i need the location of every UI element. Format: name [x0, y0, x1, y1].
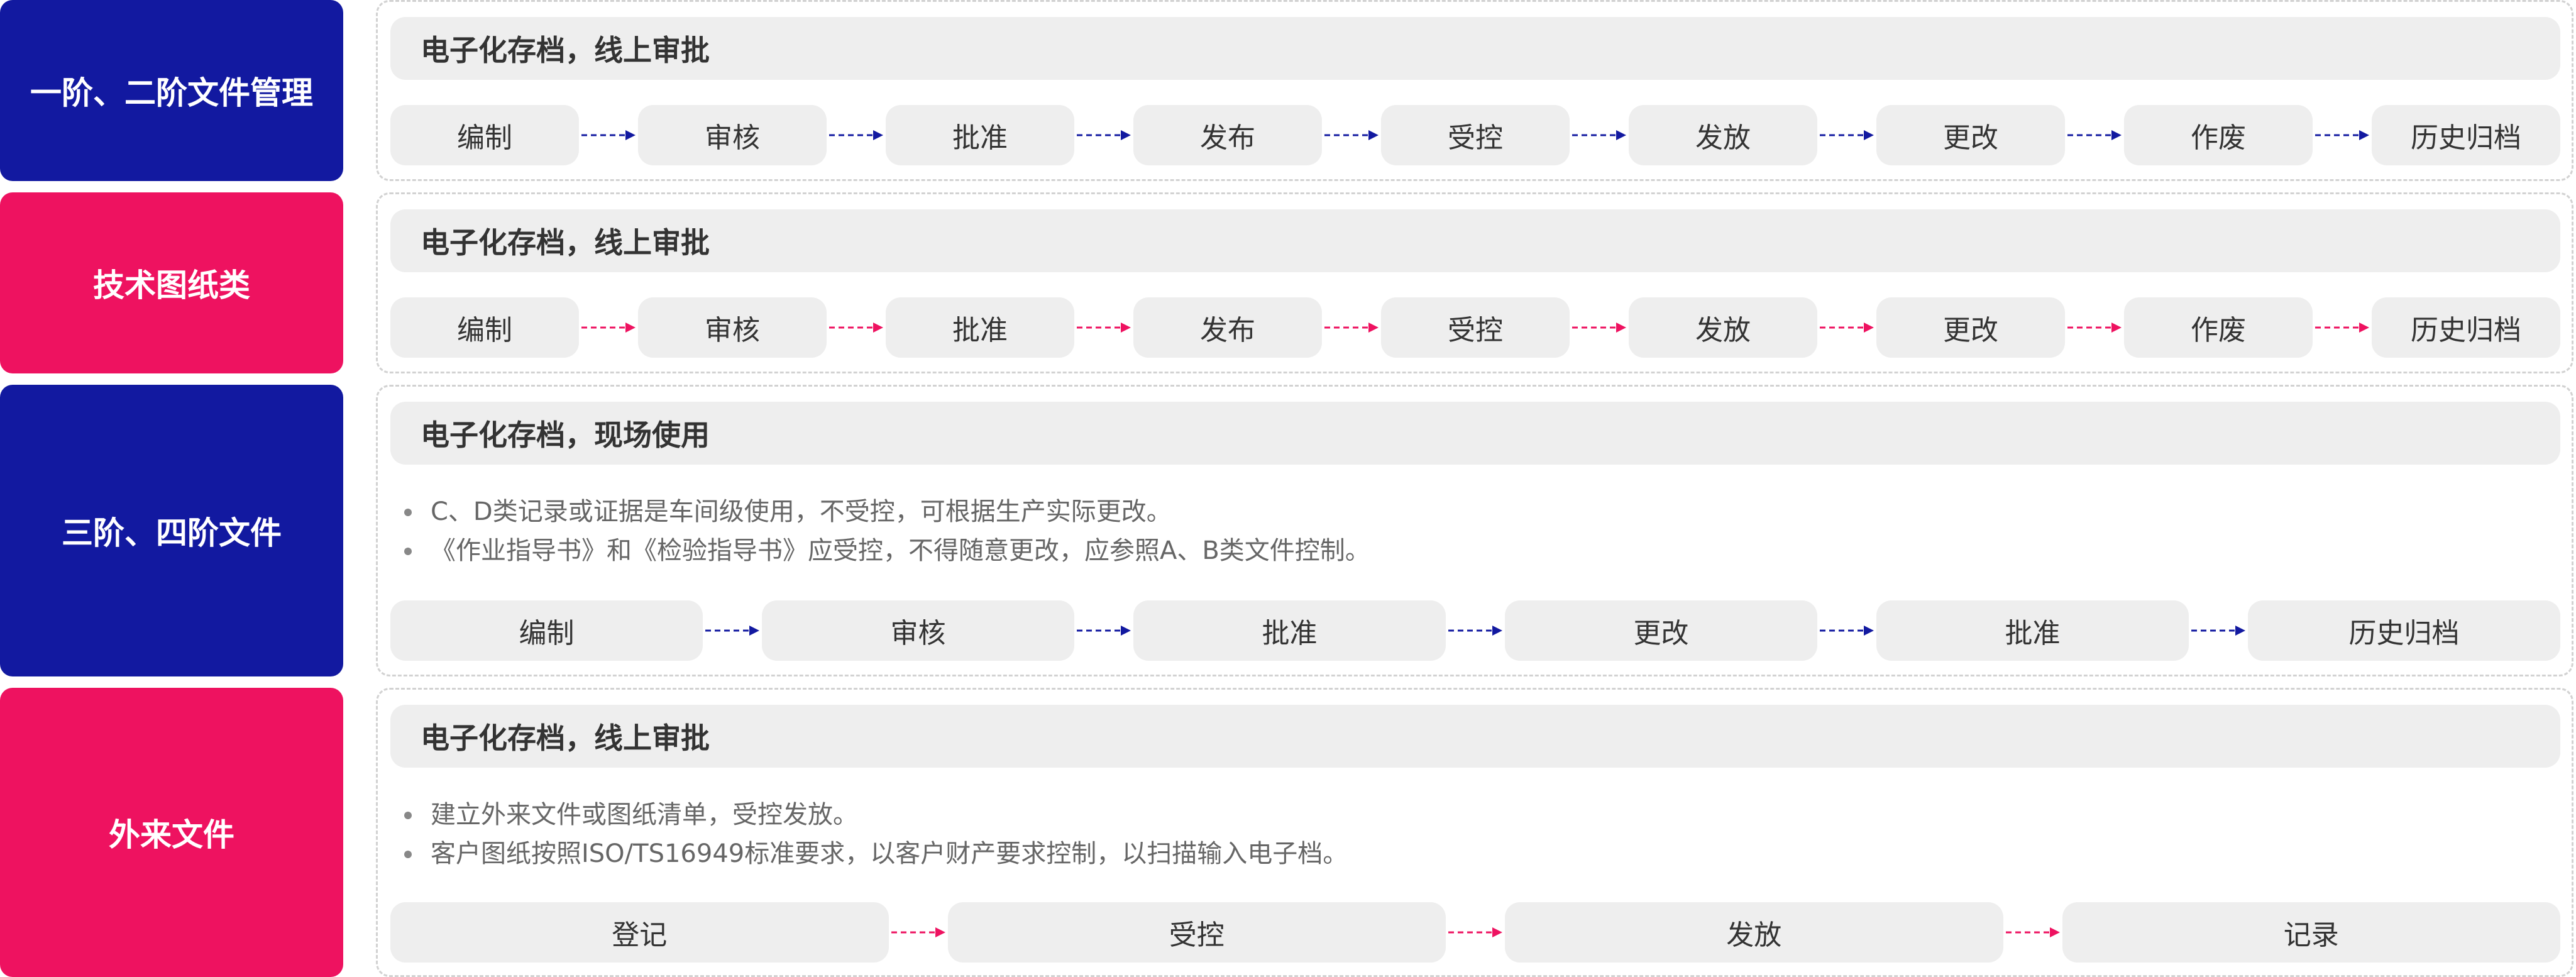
process-step: 作废: [2124, 105, 2313, 165]
category-label: 技术图纸类: [0, 192, 343, 373]
process-step: 发布: [1133, 105, 1322, 165]
process-step: 受控: [1381, 297, 1570, 358]
flow-arrow: [829, 130, 883, 140]
process-step: 受控: [947, 902, 1446, 963]
process-step: 发布: [1133, 297, 1322, 358]
process-panel: 电子化存档，线上审批编制审核批准发布受控发放更改作废历史归档: [376, 0, 2573, 181]
flow-arrow: [1324, 130, 1379, 140]
category-label: 一阶、二阶文件管理: [0, 0, 343, 181]
panel-title: 电子化存档，线上审批: [390, 705, 2560, 768]
process-panel: 电子化存档，线上审批建立外来文件或图纸清单，受控发放。客户图纸按照ISO/TS1…: [376, 688, 2573, 977]
flow-arrow: [581, 323, 636, 333]
process-step: 更改: [1876, 105, 2065, 165]
process-panel: 电子化存档，线上审批编制审核批准发布受控发放更改作废历史归档: [376, 192, 2573, 373]
process-step: 编制: [390, 105, 579, 165]
note-item: 建立外来文件或图纸清单，受控发放。: [402, 795, 1348, 834]
flow-arrow: [2191, 626, 2245, 636]
process-step: 批准: [886, 297, 1074, 358]
process-flow: 编制审核批准发布受控发放更改作废历史归档: [390, 297, 2560, 358]
flow-arrow: [705, 626, 759, 636]
process-step: 审核: [638, 297, 827, 358]
process-step: 发放: [1629, 105, 1817, 165]
flow-arrow: [2067, 323, 2122, 333]
process-step: 历史归档: [2372, 297, 2560, 358]
process-step: 发放: [1505, 902, 2003, 963]
process-step: 更改: [1876, 297, 2065, 358]
process-step: 审核: [762, 600, 1074, 661]
process-step: 记录: [2062, 902, 2560, 963]
flow-arrow: [1448, 927, 1502, 937]
flow-arrow: [2315, 323, 2369, 333]
process-step: 登记: [390, 902, 889, 963]
flow-arrow: [1077, 130, 1131, 140]
process-step: 历史归档: [2248, 600, 2560, 661]
process-step: 发放: [1629, 297, 1817, 358]
flow-arrow: [1077, 626, 1131, 636]
panel-title: 电子化存档，现场使用: [390, 402, 2560, 465]
process-panel: 电子化存档，现场使用 C、D类记录或证据是车间级使用，不受控，可根据生产实际更改。…: [376, 385, 2573, 676]
process-step: 批准: [1133, 600, 1446, 661]
process-step: 批准: [1876, 600, 2189, 661]
flow-arrow: [2005, 927, 2060, 937]
process-row: 技术图纸类电子化存档，线上审批编制审核批准发布受控发放更改作废历史归档: [0, 192, 2576, 373]
flow-arrow: [1820, 130, 1874, 140]
flow-arrow: [2315, 130, 2369, 140]
process-step: 编制: [390, 600, 703, 661]
process-step: 作废: [2124, 297, 2313, 358]
note-list: C、D类记录或证据是车间级使用，不受控，可根据生产实际更改。《作业指导书》和《检…: [402, 492, 1370, 570]
process-row: 一阶、二阶文件管理电子化存档，线上审批编制审核批准发布受控发放更改作废历史归档: [0, 0, 2576, 181]
note-item: 《作业指导书》和《检验指导书》应受控，不得随意更改，应参照A、B类文件控制。: [402, 531, 1370, 570]
flow-arrow: [1820, 626, 1874, 636]
process-step: 编制: [390, 297, 579, 358]
note-item: C、D类记录或证据是车间级使用，不受控，可根据生产实际更改。: [402, 492, 1370, 531]
flow-arrow: [1572, 130, 1626, 140]
flow-arrow: [829, 323, 883, 333]
process-step: 历史归档: [2372, 105, 2560, 165]
process-step: 批准: [886, 105, 1074, 165]
flow-arrow: [581, 130, 636, 140]
process-flow: 编制审核批准更改批准历史归档: [390, 600, 2560, 661]
note-item: 客户图纸按照ISO/TS16949标准要求，以客户财产要求控制，以扫描输入电子档…: [402, 834, 1348, 873]
process-flow: 编制审核批准发布受控发放更改作废历史归档: [390, 105, 2560, 165]
panel-title: 电子化存档，线上审批: [390, 17, 2560, 80]
process-flow: 登记受控发放记录: [390, 902, 2560, 963]
flow-arrow: [1324, 323, 1379, 333]
process-row: 三阶、四阶文件电子化存档，现场使用 C、D类记录或证据是车间级使用，不受控，可根据…: [0, 385, 2576, 676]
panel-title: 电子化存档，线上审批: [390, 209, 2560, 272]
note-list: 建立外来文件或图纸清单，受控发放。客户图纸按照ISO/TS16949标准要求，以…: [402, 795, 1348, 873]
process-step: 更改: [1505, 600, 1817, 661]
flow-arrow: [891, 927, 945, 937]
flow-arrow: [1572, 323, 1626, 333]
flow-arrow: [1820, 323, 1874, 333]
process-row: 外来文件电子化存档，线上审批建立外来文件或图纸清单，受控发放。客户图纸按照ISO…: [0, 688, 2576, 977]
flow-arrow: [1448, 626, 1502, 636]
process-step: 审核: [638, 105, 827, 165]
flow-arrow: [1077, 323, 1131, 333]
flow-arrow: [2067, 130, 2122, 140]
process-step: 受控: [1381, 105, 1570, 165]
category-label: 三阶、四阶文件: [0, 385, 343, 676]
category-label: 外来文件: [0, 688, 343, 977]
